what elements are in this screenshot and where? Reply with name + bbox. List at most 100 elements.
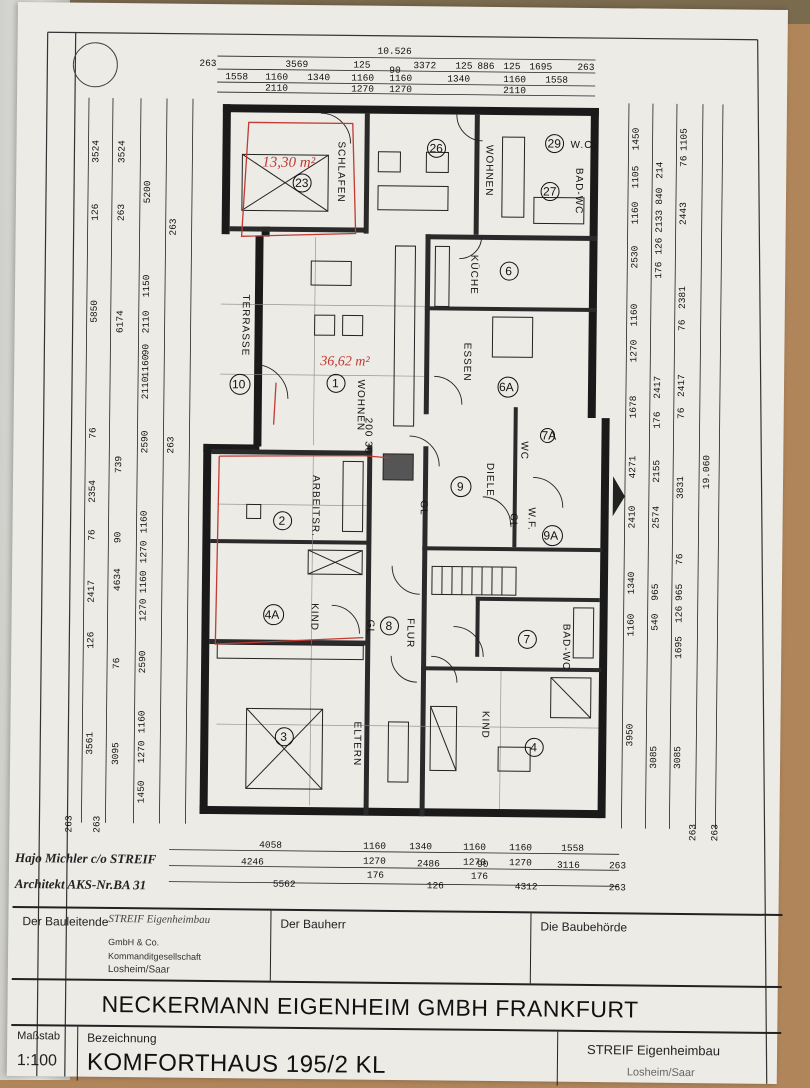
binder-hole bbox=[73, 43, 117, 87]
svg-text:2133: 2133 bbox=[654, 210, 665, 233]
svg-text:3095: 3095 bbox=[110, 742, 121, 765]
svg-text:540: 540 bbox=[649, 613, 660, 631]
svg-text:6: 6 bbox=[505, 264, 512, 278]
svg-text:2417: 2417 bbox=[652, 376, 663, 399]
svg-text:126: 126 bbox=[90, 203, 101, 221]
bezeichnung-cell: Bezeichnung KOMFORTHAUS 195/2 KL bbox=[77, 1027, 559, 1086]
svg-text:76: 76 bbox=[86, 529, 97, 541]
svg-text:1695: 1695 bbox=[529, 61, 552, 72]
room-3: 3 ELTERN bbox=[275, 721, 362, 767]
bauleitende-cell: Der Bauleitende STREIF Eigenheimbau GmbH… bbox=[12, 908, 272, 981]
svg-text:1270: 1270 bbox=[351, 83, 374, 94]
dim-right-263-b: 263 bbox=[709, 824, 720, 842]
svg-text:76: 76 bbox=[677, 319, 688, 331]
svg-text:90: 90 bbox=[140, 344, 151, 356]
svg-text:1105: 1105 bbox=[678, 128, 689, 151]
svg-text:4058: 4058 bbox=[259, 840, 282, 851]
dim-bottom-row3: 5562 176 126 176 4312 263 bbox=[273, 869, 627, 894]
svg-text:1105: 1105 bbox=[630, 165, 641, 188]
svg-text:125: 125 bbox=[455, 61, 473, 72]
svg-text:2443: 2443 bbox=[678, 202, 689, 225]
firm-sub: Losheim/Saar bbox=[627, 1066, 695, 1079]
svg-text:7: 7 bbox=[523, 632, 530, 646]
svg-text:27: 27 bbox=[543, 184, 557, 198]
svg-text:9A: 9A bbox=[543, 529, 558, 543]
room-7: 7 BAD-WC bbox=[518, 623, 571, 670]
svg-text:1678: 1678 bbox=[628, 395, 639, 418]
room-29: 29 W.C. bbox=[545, 135, 596, 154]
svg-text:2410: 2410 bbox=[627, 505, 638, 528]
svg-text:5850: 5850 bbox=[89, 300, 100, 323]
svg-text:GL: GL bbox=[364, 620, 375, 635]
svg-text:126: 126 bbox=[85, 631, 96, 649]
svg-text:7A: 7A bbox=[541, 428, 556, 442]
svg-text:4312: 4312 bbox=[515, 881, 538, 892]
svg-text:ELTERN: ELTERN bbox=[351, 722, 362, 767]
svg-text:3950: 3950 bbox=[624, 723, 635, 746]
svg-text:ESSEN: ESSEN bbox=[461, 343, 472, 382]
svg-text:1160: 1160 bbox=[265, 72, 288, 83]
behoerde-cell: Die Baubehörde bbox=[530, 913, 783, 986]
svg-text:2417: 2417 bbox=[676, 374, 687, 397]
svg-text:125: 125 bbox=[353, 59, 371, 70]
svg-text:1160: 1160 bbox=[625, 613, 636, 636]
svg-text:3: 3 bbox=[280, 730, 287, 744]
svg-text:GL: GL bbox=[508, 513, 519, 528]
bauherr-label: Der Bauherr bbox=[280, 917, 346, 932]
svg-text:1450: 1450 bbox=[631, 127, 642, 150]
svg-text:1558: 1558 bbox=[545, 74, 568, 85]
entrance-arrow-icon bbox=[613, 476, 625, 516]
svg-text:76: 76 bbox=[676, 407, 687, 419]
bauleitende-stamp-4: Losheim/Saar bbox=[108, 964, 170, 976]
dim-right-c: 1105 76 2443 2381 76 2417 76 3831 76 965… bbox=[672, 128, 690, 769]
room-27: 27 BAD-WC bbox=[541, 167, 584, 214]
room-4: 4 KIND bbox=[479, 711, 543, 757]
svg-text:1160: 1160 bbox=[509, 842, 532, 853]
svg-text:176: 176 bbox=[653, 261, 664, 279]
svg-text:1160: 1160 bbox=[630, 201, 641, 224]
room-6: 6 KÜCHE bbox=[468, 255, 518, 296]
svg-text:1270: 1270 bbox=[628, 339, 639, 362]
architect-line-2: Architekt AKS-Nr.BA 31 bbox=[15, 876, 147, 893]
bauleitende-stamp-2: GmbH & Co. bbox=[108, 937, 159, 948]
handwritten-area-top: 13,30 m² bbox=[262, 155, 315, 172]
svg-text:2: 2 bbox=[279, 514, 286, 528]
svg-text:176: 176 bbox=[652, 411, 663, 429]
svg-text:3085: 3085 bbox=[648, 746, 659, 769]
svg-text:90: 90 bbox=[112, 531, 123, 543]
svg-text:2530: 2530 bbox=[629, 245, 640, 268]
svg-text:76: 76 bbox=[87, 427, 98, 439]
svg-text:1270: 1270 bbox=[363, 856, 386, 867]
svg-text:176: 176 bbox=[367, 870, 385, 881]
room-1: 1 WOHNEN bbox=[327, 374, 367, 431]
svg-text:1160: 1160 bbox=[138, 510, 149, 533]
svg-text:1270: 1270 bbox=[509, 857, 532, 868]
svg-text:1270: 1270 bbox=[136, 740, 147, 763]
svg-text:1558: 1558 bbox=[561, 843, 584, 854]
dim-bottom-90: 90 bbox=[477, 859, 489, 870]
svg-text:6174: 6174 bbox=[115, 310, 126, 333]
room-26: 26 WOHNEN bbox=[427, 139, 495, 196]
handwritten-area-living: 36,62 m² bbox=[319, 354, 370, 370]
dim-top-total: 10.526 bbox=[377, 46, 412, 57]
svg-text:BAD-WC: BAD-WC bbox=[560, 624, 571, 671]
svg-text:1450: 1450 bbox=[136, 780, 147, 803]
room-9: 9 DIELE bbox=[451, 463, 495, 497]
svg-text:76: 76 bbox=[678, 155, 689, 167]
svg-text:1160: 1160 bbox=[140, 354, 151, 377]
dim-left-263: 263 263 263 263 bbox=[63, 217, 178, 834]
svg-text:1160: 1160 bbox=[351, 72, 374, 83]
svg-text:214: 214 bbox=[654, 161, 665, 179]
dim-right-total: 19.060 bbox=[701, 455, 712, 490]
svg-text:263: 263 bbox=[91, 815, 102, 833]
svg-text:125: 125 bbox=[503, 61, 521, 72]
svg-text:WOHNEN: WOHNEN bbox=[483, 145, 495, 197]
svg-text:886: 886 bbox=[477, 61, 495, 72]
svg-text:5562: 5562 bbox=[273, 879, 296, 890]
dim-top-90: 90 bbox=[389, 65, 401, 76]
dim-bottom-row1: 4058 1160 1340 1160 1160 1558 bbox=[259, 840, 584, 854]
svg-text:263: 263 bbox=[577, 62, 595, 73]
svg-text:29: 29 bbox=[547, 137, 561, 151]
svg-text:3561: 3561 bbox=[84, 732, 95, 755]
svg-text:1160: 1160 bbox=[463, 842, 486, 853]
